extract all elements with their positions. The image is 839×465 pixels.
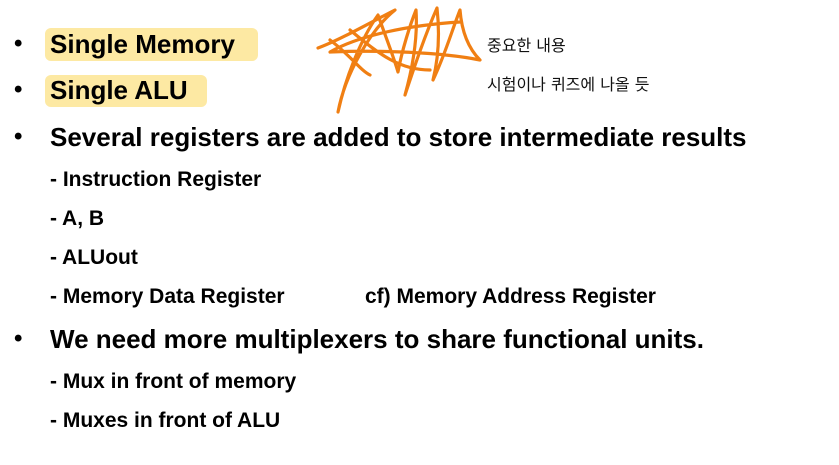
sub-item-mux-alu: - Muxes in front of ALU	[50, 409, 281, 432]
annotation-note-important: 중요한 내용	[487, 36, 566, 55]
bullet-multiplexers: We need more multiplexers to share funct…	[50, 324, 704, 354]
sub-item-memory-data-register: - Memory Data Register	[50, 285, 285, 308]
sub-item-instruction-register: - Instruction Register	[50, 168, 262, 191]
bullet-dot: •	[14, 325, 23, 352]
sub-item-mux-memory: - Mux in front of memory	[50, 370, 297, 393]
bullet-single-alu: Single ALU	[50, 75, 188, 105]
bullet-registers: Several registers are added to store int…	[50, 122, 747, 152]
cf-memory-address-register: cf) Memory Address Register	[365, 285, 656, 308]
bullet-dot: •	[14, 123, 23, 150]
scribble-stroke	[316, 6, 482, 114]
sub-item-aluout: - ALUout	[50, 246, 138, 269]
bullet-single-memory: Single Memory	[50, 29, 235, 59]
highlight-single-alu	[45, 75, 207, 107]
annotation-note-exam: 시험이나 퀴즈에 나올 듯	[487, 75, 650, 94]
sub-item-a-b: - A, B	[50, 207, 105, 230]
bullet-dot: •	[14, 76, 23, 103]
bullet-dot: •	[14, 30, 23, 57]
highlight-single-memory	[45, 28, 258, 61]
